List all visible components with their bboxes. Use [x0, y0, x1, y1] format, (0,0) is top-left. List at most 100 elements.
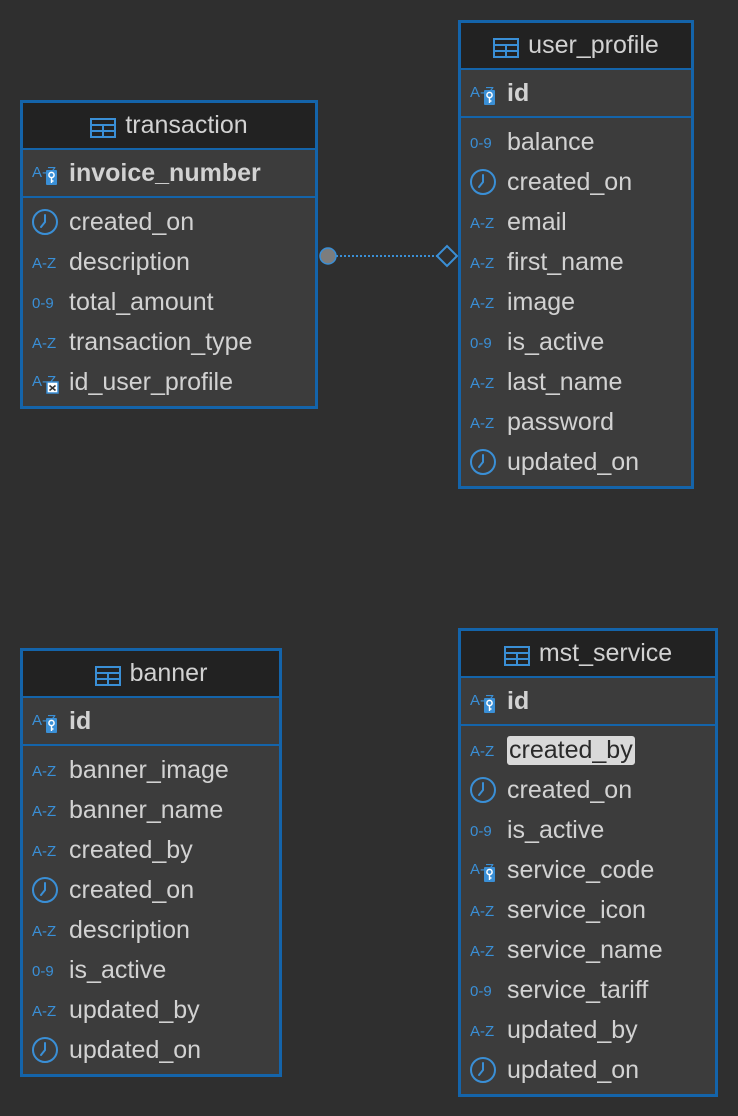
relation-start-circle [319, 247, 337, 265]
column-name: description [69, 915, 190, 944]
numeric-type-icon: 0-9 [469, 327, 499, 357]
column-name: service_name [507, 935, 663, 964]
column-row[interactable]: A-Z password [461, 402, 691, 442]
primary-key-icon: A-Z [469, 686, 499, 716]
column-name: email [507, 207, 567, 236]
column-name: image [507, 287, 576, 316]
column-name: created_on [507, 775, 633, 804]
column-row[interactable]: created_on [461, 770, 715, 810]
column-name: last_name [507, 367, 623, 396]
column-name: banner_name [69, 795, 224, 824]
svg-text:A-Z: A-Z [470, 943, 494, 960]
column-row[interactable]: A-Z service_name [461, 930, 715, 970]
text-type-icon: A-Z [31, 247, 61, 277]
svg-text:A-Z: A-Z [470, 1023, 494, 1040]
primary-key-icon: A-Z [31, 706, 61, 736]
column-row[interactable]: updated_on [23, 1030, 279, 1070]
clock-icon [31, 207, 61, 237]
table-icon [493, 36, 520, 58]
svg-text:0-9: 0-9 [470, 823, 492, 840]
column-row[interactable]: A-Z transaction_type [23, 322, 315, 362]
svg-text:A-Z: A-Z [32, 1003, 56, 1020]
column-row[interactable]: created_on [23, 202, 315, 242]
table-title: user_profile [528, 31, 659, 59]
svg-text:A-Z: A-Z [470, 215, 494, 232]
column-row[interactable]: 0-9 total_amount [23, 282, 315, 322]
clock-icon [469, 775, 499, 805]
table-icon [503, 644, 530, 666]
column-row[interactable]: A-Z description [23, 910, 279, 950]
svg-text:0-9: 0-9 [32, 963, 54, 980]
foreign-key-icon: A-Z [31, 367, 61, 397]
primary-key-row[interactable]: A-Z invoice_number [23, 150, 315, 198]
svg-text:A-Z: A-Z [32, 923, 56, 940]
svg-text:0-9: 0-9 [470, 135, 492, 152]
column-row[interactable]: created_on [461, 162, 691, 202]
svg-text:A-Z: A-Z [32, 335, 56, 352]
text-type-icon: A-Z [469, 207, 499, 237]
column-name: updated_on [69, 1035, 202, 1064]
text-type-icon: A-Z [469, 935, 499, 965]
column-name: created_by [69, 835, 193, 864]
clock-icon [469, 1055, 499, 1085]
column-row[interactable]: created_on [23, 870, 279, 910]
table-icon [94, 664, 121, 686]
column-row[interactable]: updated_on [461, 442, 691, 482]
column-name: service_tariff [507, 975, 649, 1004]
svg-text:0-9: 0-9 [32, 295, 54, 312]
column-row[interactable]: A-Z banner_image [23, 750, 279, 790]
svg-text:A-Z: A-Z [32, 763, 56, 780]
column-name: updated_on [507, 1055, 640, 1084]
column-name: created_on [507, 167, 633, 196]
table-header[interactable]: mst_service [461, 631, 715, 678]
table-header[interactable]: transaction [23, 103, 315, 150]
column-row[interactable]: A-Z description [23, 242, 315, 282]
table-title: banner [129, 659, 208, 687]
column-name: invoice_number [69, 158, 261, 187]
column-row[interactable]: updated_on [461, 1050, 715, 1090]
text-type-icon: A-Z [31, 755, 61, 785]
column-name: service_code [507, 855, 655, 884]
column-row[interactable]: A-Z email [461, 202, 691, 242]
column-name: service_icon [507, 895, 646, 924]
primary-key-row[interactable]: A-Z id [23, 698, 279, 746]
text-type-icon: A-Z [31, 835, 61, 865]
column-name: description [69, 247, 190, 276]
table-header[interactable]: user_profile [461, 23, 691, 70]
primary-key-row[interactable]: A-Z id [461, 678, 715, 726]
table-title: transaction [125, 111, 248, 139]
numeric-type-icon: 0-9 [31, 955, 61, 985]
table-transaction[interactable]: transaction A-Z invoice_number created_o… [20, 100, 318, 409]
column-name: banner_image [69, 755, 229, 784]
svg-text:A-Z: A-Z [470, 415, 494, 432]
column-name: total_amount [69, 287, 214, 316]
column-row[interactable]: A-Z created_by [23, 830, 279, 870]
table-title: mst_service [538, 639, 673, 667]
column-name: transaction_type [69, 327, 253, 356]
table-header[interactable]: banner [23, 651, 279, 698]
svg-text:A-Z: A-Z [32, 843, 56, 860]
primary-key-row[interactable]: A-Z id [461, 70, 691, 118]
numeric-type-icon: 0-9 [31, 287, 61, 317]
text-type-icon: A-Z [469, 735, 499, 765]
column-name: password [507, 407, 614, 436]
